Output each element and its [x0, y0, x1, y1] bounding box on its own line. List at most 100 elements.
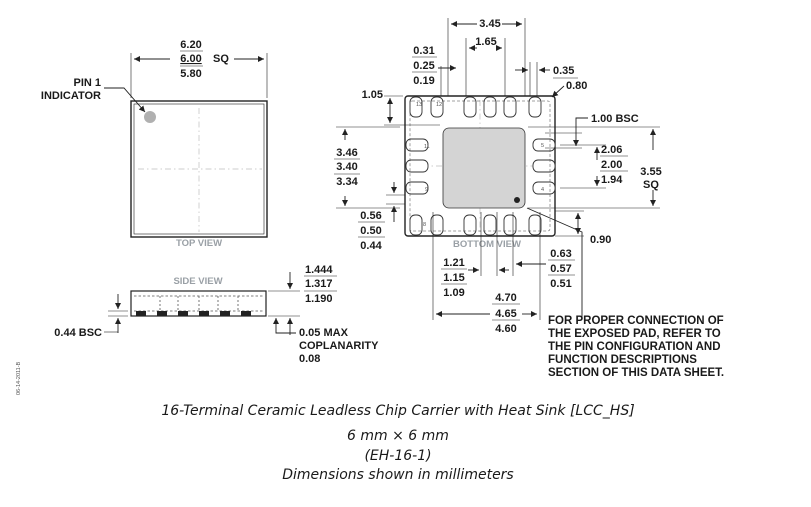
lower-left-max: 0.56 — [360, 210, 381, 222]
terminal-pad-bottom-1 — [409, 214, 423, 236]
lower-left-min: 0.44 — [360, 240, 382, 252]
drawing-code: 06-14-2011-B — [16, 361, 22, 395]
side-view-terminals — [136, 296, 251, 316]
caption: 16-Terminal Ceramic Leadless Chip Carrie… — [161, 403, 634, 483]
bottom-inner-hidden-outline — [409, 100, 551, 232]
side-terminal-3 — [178, 311, 188, 316]
terminal-pad-bottom-4 — [483, 214, 497, 236]
caption-code: (EH-16-1) — [364, 448, 431, 464]
pad-pin1-marker — [514, 197, 520, 203]
pitch-max: 0.31 — [413, 45, 434, 57]
bottom-right-min: 0.51 — [550, 278, 571, 290]
dim-100-leader — [575, 117, 588, 128]
pin1-label-line2: INDICATOR — [41, 90, 101, 102]
bottom-dim-nom: 4.65 — [495, 308, 516, 320]
pin-number-12: 12 — [436, 102, 442, 108]
note-line-1: FOR PROPER CONNECTION OF — [548, 315, 724, 327]
pitch-nom: 0.25 — [413, 60, 434, 72]
note-line-5: SECTION OF THIS DATA SHEET. — [548, 367, 724, 379]
dim-165-label: 1.65 — [475, 36, 496, 48]
dim-080-leader — [551, 85, 565, 98]
bottom-right-max: 0.63 — [550, 248, 571, 260]
bottom-view-label: BOTTOM VIEW — [453, 239, 521, 250]
dim-080-label: 0.80 — [566, 80, 587, 92]
top-width-nom: 6.00 — [180, 53, 201, 65]
side-height-min: 1.190 — [305, 293, 333, 305]
pin-number-5: 5 — [541, 143, 544, 149]
pin-number-9: 9 — [425, 187, 428, 193]
bottom-left-nom: 1.15 — [443, 272, 464, 284]
lower-left-nom: 0.50 — [360, 225, 381, 237]
coplanarity-line3: 0.08 — [299, 353, 320, 365]
exposed-pad-note: FOR PROPER CONNECTION OF THE EXPOSED PAD… — [548, 315, 724, 379]
side-height-max: 1.444 — [305, 264, 333, 276]
bottom-dim-min: 4.60 — [495, 323, 516, 335]
top-view-inner-outline — [133, 103, 265, 235]
note-line-3: THE PIN CONFIGURATION AND — [548, 341, 721, 353]
terminal-pad-right-3 — [532, 181, 556, 195]
terminal-pad-top-6 — [528, 96, 542, 118]
right-dim-max: 2.06 — [601, 144, 622, 156]
terminal-pad-left-1 — [405, 138, 429, 152]
caption-size: 6 mm × 6 mm — [347, 428, 449, 444]
side-height-nom: 1.317 — [305, 278, 333, 290]
caption-title: 16-Terminal Ceramic Leadless Chip Carrie… — [161, 403, 634, 419]
terminal-pad-left-3 — [405, 181, 429, 195]
coplanarity-leader — [275, 326, 296, 334]
pin1-indicator-dot — [144, 111, 156, 123]
left-dim-nom: 3.40 — [336, 161, 357, 173]
terminal-pad-bottom-2 — [430, 214, 444, 236]
pin-number-13: 13 — [416, 102, 422, 108]
exposed-heat-sink-pad — [442, 127, 526, 209]
side-terminal-6 — [241, 311, 251, 316]
dim-355-sq: SQ — [643, 179, 659, 191]
coplanarity-line2: COPLANARITY — [299, 340, 379, 352]
pin-number-4: 4 — [541, 187, 544, 193]
terminal-pad-top-4 — [483, 96, 497, 118]
coplanarity-line1: 0.05 MAX — [299, 327, 349, 339]
bottom-view: 13 12 11 9 8 5 4 3.45 1.65 0.31 0.25 0.1… — [334, 18, 662, 335]
terminal-pad-bottom-3 — [463, 214, 477, 236]
side-terminal-4 — [199, 311, 209, 316]
note-leader — [526, 207, 583, 318]
bottom-dim-max: 4.70 — [495, 292, 516, 304]
terminal-pad-bottom-5 — [503, 214, 517, 236]
caption-units: Dimensions shown in millimeters — [282, 467, 513, 483]
dim-090-label: 0.90 — [590, 234, 611, 246]
left-dim-max: 3.46 — [336, 147, 357, 159]
side-044-label: 0.44 BSC — [54, 327, 102, 339]
terminal-pad-top-2 — [430, 96, 444, 118]
right-dim-nom: 2.00 — [601, 159, 622, 171]
dim-035-label: 0.35 — [553, 65, 574, 77]
side-terminal-5 — [220, 311, 230, 316]
right-dim-min: 1.94 — [601, 174, 623, 186]
top-width-min: 5.80 — [180, 68, 201, 80]
terminal-pad-bottom-6 — [528, 214, 542, 236]
dim-100-label: 1.00 BSC — [591, 113, 639, 125]
top-view-label: TOP VIEW — [176, 238, 222, 249]
dim-355-label: 3.55 — [640, 166, 661, 178]
bottom-right-nom: 0.57 — [550, 263, 571, 275]
pin1-leader — [104, 87, 146, 113]
terminal-pad-top-1 — [409, 96, 423, 118]
left-dim-min: 3.34 — [336, 176, 358, 188]
note-line-2: THE EXPOSED PAD, REFER TO — [548, 328, 721, 340]
dim-345-label: 3.45 — [479, 18, 500, 30]
bottom-left-max: 1.21 — [443, 257, 464, 269]
terminal-pad-top-3 — [463, 96, 477, 118]
terminal-pad-top-5 — [503, 96, 517, 118]
bottom-left-min: 1.09 — [443, 287, 464, 299]
side-view: SIDE VIEW 1.444 1.317 1.190 0.44 BSC 0.0… — [54, 264, 379, 365]
dim-105-label: 1.05 — [362, 89, 383, 101]
terminal-pad-left-2 — [405, 159, 429, 173]
side-terminal-2 — [157, 311, 167, 316]
side-terminal-1 — [136, 311, 146, 316]
top-view: 6.20 6.00 SQ 5.80 PIN 1 INDICATOR TOP VI… — [41, 39, 268, 249]
pin-number-8: 8 — [423, 222, 426, 228]
pin-number-11: 11 — [424, 144, 430, 150]
side-view-label: SIDE VIEW — [173, 276, 222, 287]
pitch-min: 0.19 — [413, 75, 434, 87]
note-line-4: FUNCTION DESCRIPTIONS — [548, 354, 697, 366]
top-width-sq: SQ — [213, 53, 229, 65]
